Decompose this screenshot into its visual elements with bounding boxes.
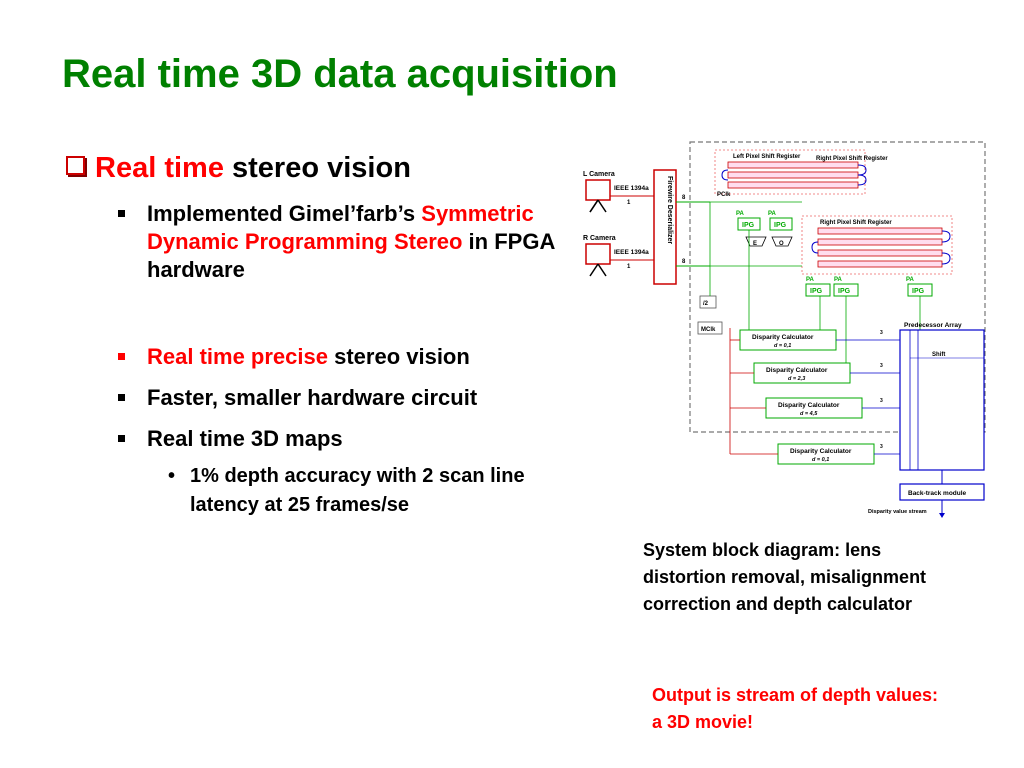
sub-sub-bullet-text: 1% depth accuracy with 2 scan line laten…	[190, 465, 525, 516]
bus-width-8-2: 8	[682, 259, 686, 265]
mclk-label: MClk	[701, 327, 716, 333]
ipg-label: IPG	[912, 288, 925, 295]
sub-bullet-text: Real time 3D maps	[147, 426, 343, 451]
pa-label: PA	[736, 211, 745, 217]
square-bullet-icon	[118, 435, 125, 442]
sub-bullet-highlight: Real time precise	[147, 344, 328, 369]
disparity-range-label: d = 0,1	[812, 457, 829, 463]
sub-bullet-faster: Faster, smaller hardware circuit	[118, 384, 588, 412]
left-shift-register-label: Left Pixel Shift Register	[733, 154, 801, 160]
shift-label: Shift	[932, 352, 945, 358]
disparity-calculator-label: Disparity Calculator	[778, 402, 840, 409]
disparity-range-label: d = 2,3	[788, 376, 805, 382]
bullet-highlight: Real time	[95, 152, 224, 184]
sub-bullet-text: in FPGA hardware	[147, 229, 555, 282]
bullet-real-time-stereo-vision: Real time stereo vision	[66, 152, 411, 185]
pa-label: PA	[768, 211, 777, 217]
ipg-label: IPG	[810, 288, 823, 295]
disparity-calculator-label: Disparity Calculator	[752, 334, 814, 341]
sub-bullet-text: Implemented Gimel’farb’s	[147, 201, 422, 226]
output-note: Output is stream of depth values: a 3D m…	[652, 685, 939, 732]
ieee-label-1: IEEE 1394a	[614, 185, 649, 192]
ipg-label: IPG	[774, 222, 787, 229]
bus-width-3: 3	[880, 398, 883, 404]
ipg-block	[805, 283, 831, 297]
bus-width-3: 3	[880, 363, 883, 369]
pa-label: PA	[906, 277, 915, 283]
odd-label: O	[779, 241, 784, 247]
pa-label: PA	[834, 277, 843, 283]
right-shift-register-label-top: Right Pixel Shift Register	[816, 156, 888, 162]
bus-width-8-1: 8	[682, 195, 686, 201]
fpga-boundary	[689, 141, 986, 433]
disparity-range-label: d = 4,5	[800, 411, 818, 417]
bus-width-1: 1	[627, 200, 631, 206]
ieee-label-2: IEEE 1394a	[614, 249, 649, 256]
sub-bullet-text: Faster, smaller hardware circuit	[147, 385, 478, 410]
sub-bullet-implemented: Implemented Gimel’farb’s Symmetric Dynam…	[118, 200, 558, 284]
square-bullet-icon	[118, 210, 125, 217]
l-camera-icon	[585, 179, 611, 201]
dot-bullet-icon: •	[168, 465, 176, 487]
system-block-diagram: L Camera R Camera IEEE 1394a IEEE 1394a …	[583, 141, 986, 518]
even-label: E	[753, 241, 757, 247]
ipg-block	[769, 217, 793, 231]
divide-label: /2	[703, 301, 709, 307]
l-camera-label: L Camera	[583, 171, 615, 178]
r-camera-icon	[585, 243, 611, 265]
predecessor-array-label: Predecessor Array	[904, 322, 962, 329]
hollow-square-bullet-icon	[66, 156, 85, 175]
right-shift-register-label-mid: Right Pixel Shift Register	[820, 220, 892, 226]
ipg-label: IPG	[742, 222, 755, 229]
divide-by-2-block	[699, 295, 717, 309]
mclk-block	[697, 321, 723, 335]
pa-label: PA	[806, 277, 815, 283]
deserializer-label: Firewire Deserializer	[666, 176, 673, 244]
slide-title: Real time 3D data acquisition	[62, 52, 618, 96]
back-track-module-label: Back-track module	[908, 490, 967, 497]
disparity-value-stream-label: Disparity value stream	[868, 509, 927, 515]
sub-bullet-text: stereo vision	[327, 344, 470, 369]
sub-bullet-highlight: Symmetric Dynamic Programming Stereo	[147, 201, 534, 254]
bus-width-2: 1	[627, 264, 631, 270]
pclk-label: PClk	[717, 192, 731, 198]
sub-bullet-3d-maps: Real time 3D maps	[118, 425, 588, 453]
ipg-label: IPG	[838, 288, 851, 295]
sub-bullet-precise: Real time precise stereo vision	[118, 343, 588, 371]
bullet-text: stereo vision	[223, 152, 411, 184]
r-camera-label: R Camera	[583, 235, 616, 242]
sub-sub-bullet-accuracy: • 1% depth accuracy with 2 scan line lat…	[168, 462, 578, 520]
diagram-caption: System block diagram: lens distortion re…	[643, 540, 927, 614]
square-bullet-icon	[118, 394, 125, 401]
square-bullet-icon	[118, 353, 125, 360]
bus-width-3: 3	[880, 444, 883, 450]
predecessor-array-block	[899, 329, 985, 471]
disparity-calculator-label: Disparity Calculator	[790, 448, 852, 455]
disparity-calculator-label: Disparity Calculator	[766, 367, 828, 374]
disparity-range-label: d = 0,1	[774, 343, 791, 349]
firewire-deserializer-block	[653, 169, 677, 285]
bus-width-3: 3	[880, 330, 883, 336]
